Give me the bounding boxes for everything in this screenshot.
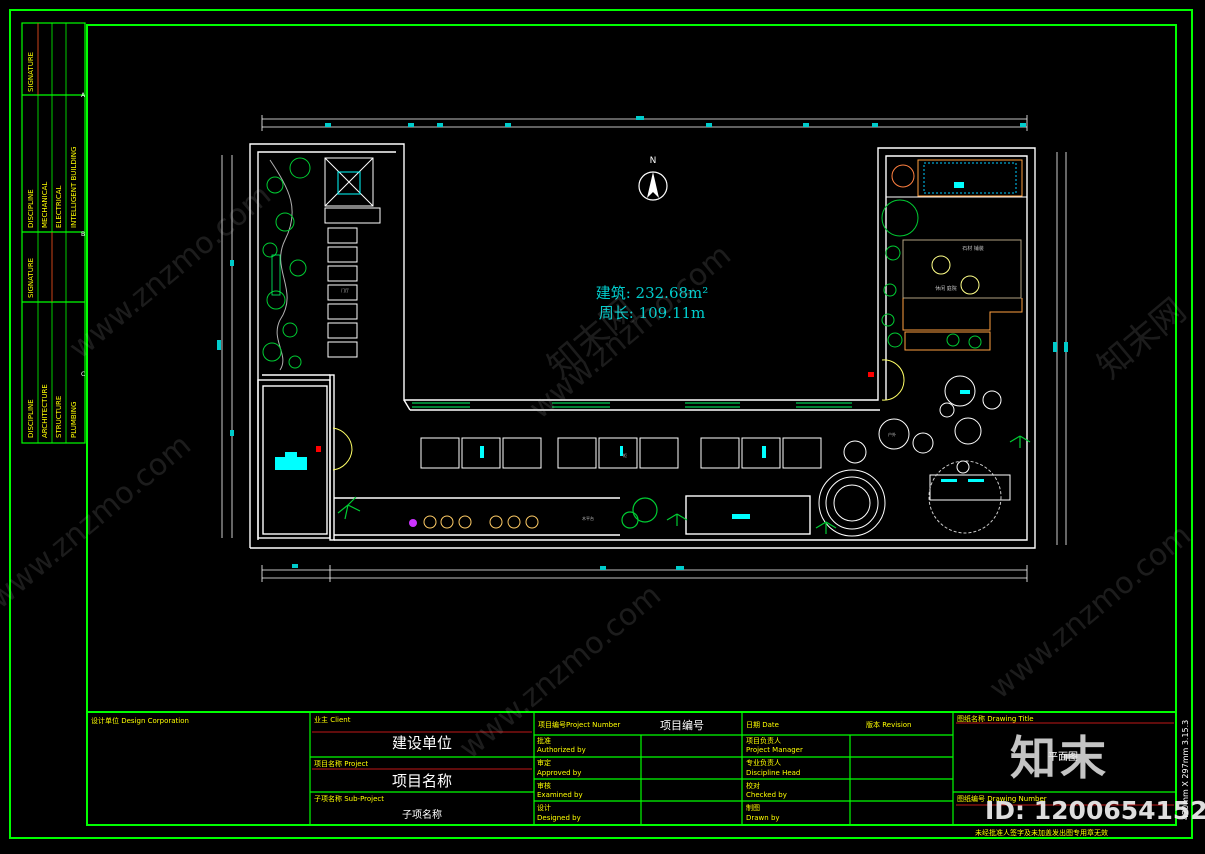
project-number-value: 项目编号 [660, 718, 704, 732]
front-furniture [420, 437, 822, 469]
brand-logo: 知末 [1010, 731, 1110, 785]
garden-label: 休闲 庭院 [935, 285, 957, 292]
dimension-lines [221, 115, 1067, 582]
project-label: 项目名称 Project [314, 759, 368, 768]
door-marker-left [316, 446, 321, 452]
outdoor-seating [818, 375, 1011, 537]
design-corp-label: 设计单位 Design Corporation [91, 716, 189, 725]
manager-2-cn: 专业负责人 [746, 758, 781, 767]
strip-marker-c: C [81, 371, 85, 378]
svg-text:柜: 柜 [623, 452, 627, 458]
stair-block [324, 157, 381, 358]
subproject-value: 子项名称 [402, 808, 442, 821]
subproject-label: 子项名称 Sub-Project [314, 794, 384, 803]
approval-2-cn: 审定 [537, 758, 551, 767]
tea-room-plants [881, 199, 982, 349]
sheet-outer-frame [9, 9, 1193, 839]
sheet-size-label: 420mm X 297mm 3.15.3 [1181, 720, 1190, 820]
door-marker-right [868, 372, 874, 377]
strip-title-1: SIGNATURE [27, 52, 35, 92]
seating-label: 户外 [888, 431, 896, 437]
drawing-number-label: 图纸编号 Drawing Number [957, 794, 1047, 803]
courtyard-label: 石材 铺装 [962, 245, 984, 252]
watermarks: www.znzmo.com www.znzmo.com www.znzmo.co… [0, 178, 1198, 767]
strip-marker-b: B [81, 231, 85, 238]
project-value: 项目名称 [392, 772, 452, 790]
terrace-label: 木平台 [582, 515, 594, 521]
approval-3-cn: 审核 [537, 781, 551, 790]
strip-item-mechanical: MECHANICAL [41, 182, 49, 228]
tea-room [886, 159, 1027, 351]
approval-4-cn: 设计 [537, 803, 551, 812]
north-label: N [650, 156, 657, 166]
approval-3-en: Examined by [537, 791, 583, 799]
resource-id: ID: 1200654152 [985, 796, 1205, 825]
drawing-title-label: 图纸名称 Drawing Title [957, 714, 1034, 723]
strip-item-architecture: ARCHITECTURE [41, 384, 49, 438]
plants [337, 435, 1031, 534]
area-text: 建筑: 232.68m² [596, 284, 709, 302]
building-walls [249, 143, 1036, 549]
approval-1-en: Authorized by [537, 746, 586, 754]
client-value: 建设单位 [392, 734, 452, 752]
manager-4-en: Drawn by [746, 814, 780, 822]
date-label: 日期 Date [746, 721, 779, 729]
manager-3-en: Checked by [746, 791, 787, 799]
approval-2-en: Approved by [537, 769, 581, 777]
strip-title-2: DISCIPLINE [27, 189, 35, 228]
watermark-brand-2: 知末网 [1090, 291, 1194, 387]
manager-1-en: Project Manager [746, 746, 803, 754]
window-bands [412, 402, 852, 408]
watermark-site-4: www.znzmo.com [983, 518, 1198, 707]
terrace-flower [409, 519, 417, 527]
footer-note: 未经批准人签字及未加盖发出图专用章无效 [975, 828, 1108, 837]
approval-4-en: Designed by [537, 814, 581, 822]
strip-item-electrical: ELECTRICAL [55, 185, 63, 228]
strip-item-plumbing: PLUMBING [70, 402, 78, 438]
title-block-grid [309, 712, 1176, 825]
revision-label: 版本 Revision [866, 720, 911, 729]
terrace-chairs [423, 515, 539, 529]
approval-1-cn: 批准 [537, 736, 551, 745]
manager-4-cn: 制图 [746, 803, 760, 812]
left-room-label: 门厅 [341, 287, 349, 293]
watermark-site-5: www.znzmo.com [0, 428, 198, 617]
watermark-site-3: www.znzmo.com [453, 578, 668, 767]
strip-title-4: DISCIPLINE [27, 399, 35, 438]
strip-item-intelligent: INTELLIGENT BUILDING [70, 147, 78, 228]
manager-3-cn: 校对 [746, 781, 760, 790]
left-room-fixture [275, 457, 307, 470]
sheet-inner-frame [86, 24, 1177, 826]
client-label: 业主 Client [314, 715, 351, 724]
north-arrow: N [638, 156, 668, 201]
manager-2-en: Discipline Head [746, 769, 800, 777]
drawing-title-value: 平面图 [1048, 751, 1078, 763]
strip-item-structure: STRUCTURE [55, 396, 63, 438]
left-garden [262, 157, 311, 371]
side-strip: SIGNATURE DISCIPLINE MECHANICAL ELECTRIC… [21, 22, 86, 444]
dimension-ticks [217, 116, 1068, 570]
manager-1-cn: 项目负责人 [746, 736, 781, 745]
strip-marker-a: A [81, 92, 86, 99]
perimeter-text: 周长: 109.11m [599, 304, 706, 322]
strip-title-3: SIGNATURE [27, 258, 35, 298]
doors [332, 359, 905, 471]
project-number-label: 项目编号Project Number [538, 720, 620, 729]
watermark-site-1: www.znzmo.com [63, 178, 278, 367]
